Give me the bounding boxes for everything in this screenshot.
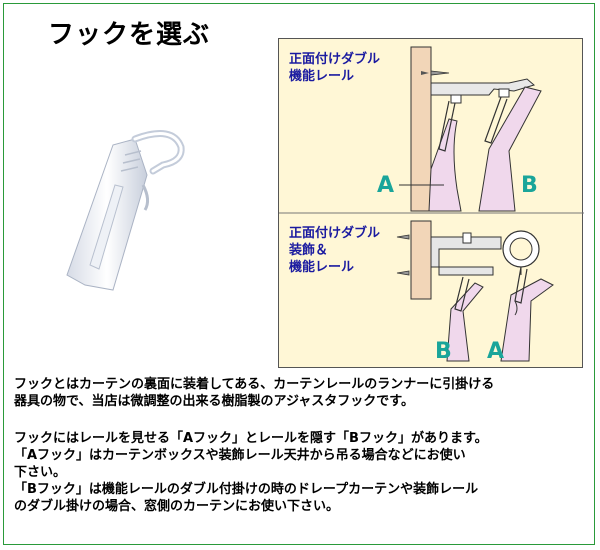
bottom-hook-b-label: B (435, 339, 452, 364)
top-rail-label-line1: 正面付けダブル (289, 52, 381, 67)
bottom-rail-label-line1: 正面付けダブル (289, 226, 381, 241)
top-hook-b-label: B (521, 173, 538, 198)
bottom-rail-label-line2: 装飾＆ (289, 243, 329, 258)
hook-image (66, 130, 185, 291)
diagram-panel: 正面付けダブル 機能レール A B 正面付けダブル 装飾＆ 機能レール B A (278, 38, 584, 368)
bottom-hook-a-label: A (487, 339, 505, 364)
bottom-rail-label-line3: 機能レール (289, 260, 355, 275)
top-rail-label: 正面付けダブル 機能レール (289, 51, 380, 85)
desc-line: 下さい。 (14, 465, 67, 480)
page-title: フックを選ぶ (48, 20, 211, 50)
description: フックとはカーテンの裏面に装着してある、カーテンレールのランナーに引掛ける 器具… (14, 376, 589, 515)
top-hook-a-label: A (377, 173, 395, 198)
desc-line: フックにはレールを見せる「Aフック」とレールを隠す「Bフック」があります。 (14, 431, 488, 446)
rail-diagram (279, 46, 584, 362)
top-rail-label-line2: 機能レール (289, 69, 355, 84)
desc-line: 器具の物で、当店は微調整の出来る樹脂製のアジャスタフックです。 (14, 394, 415, 409)
desc-line: 「Bフック」は機能レールのダブル付掛けの時のドレープカーテンや装飾レール (14, 482, 479, 497)
desc-line: のダブル掛けの場合、窓側のカーテンにお使い下さい。 (14, 499, 340, 514)
desc-line: 「Aフック」はカーテンボックスや装飾レール天井から吊る場合などにお使い (14, 448, 466, 463)
bottom-rail-label: 正面付けダブル 装飾＆ 機能レール (289, 225, 380, 276)
page-frame (3, 3, 595, 545)
desc-line: フックとはカーテンの裏面に装着してある、カーテンレールのランナーに引掛ける (14, 377, 495, 392)
